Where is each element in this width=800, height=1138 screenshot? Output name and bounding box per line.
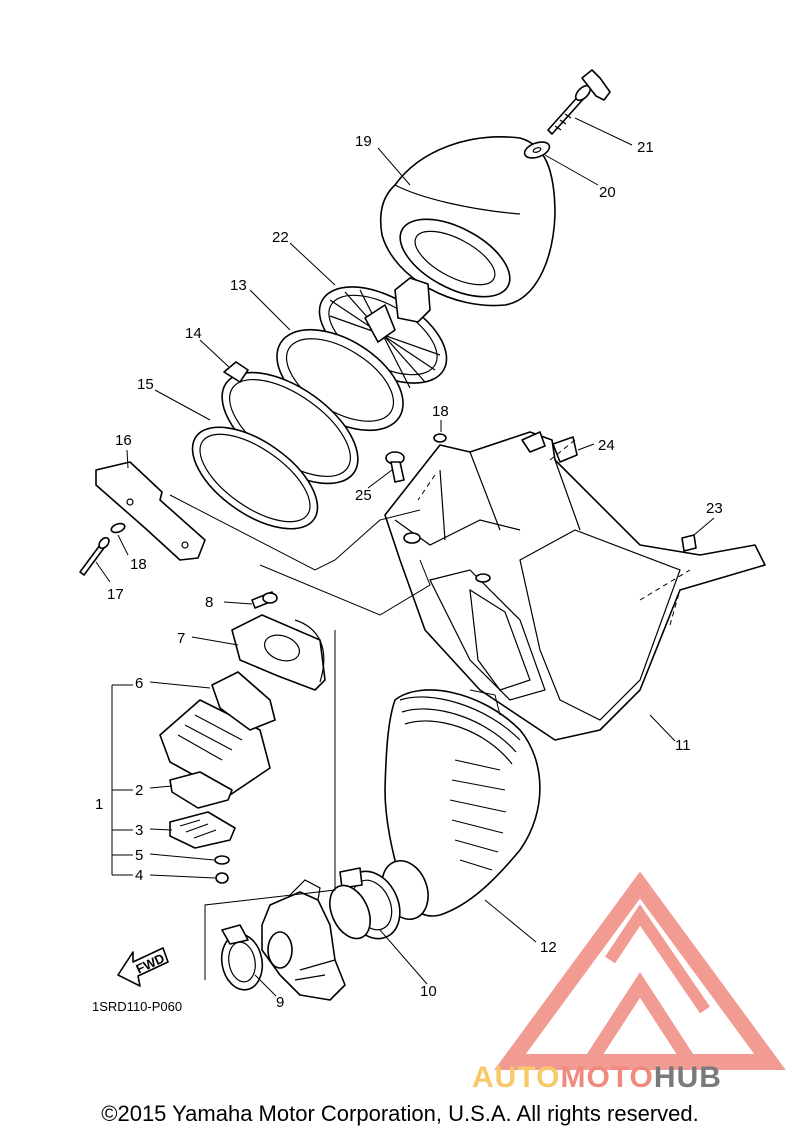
automotohub-logo <box>494 871 786 1070</box>
reed-stopper <box>169 811 236 849</box>
joint-clamp <box>329 867 401 940</box>
wordmark-hub: HUB <box>654 1061 722 1094</box>
callout-18a: 18 <box>432 403 449 420</box>
callout-7: 7 <box>177 630 185 647</box>
bolt-25 <box>385 451 405 483</box>
callout-18b: 18 <box>130 556 147 573</box>
callout-23: 23 <box>706 500 723 517</box>
callout-numbers: 19 20 21 22 13 14 15 16 18 25 24 23 18 1… <box>92 133 723 1014</box>
callout-11: 11 <box>675 737 691 754</box>
fwd-label: FWD <box>134 950 167 976</box>
small-washer <box>214 855 230 865</box>
automotohub-wordmark: AUTOMOTOHUB <box>472 1061 722 1094</box>
callout-6: 6 <box>135 675 143 692</box>
drawing-code: 1SRD110-P060 <box>92 999 182 1014</box>
callout-21: 21 <box>637 139 654 156</box>
callout-9: 9 <box>276 994 284 1011</box>
washer-lower <box>110 522 126 534</box>
callout-22: 22 <box>272 229 289 246</box>
callout-17: 17 <box>107 586 124 603</box>
callout-20: 20 <box>599 184 616 201</box>
assembly-lines <box>111 439 691 980</box>
callout-15: 15 <box>137 376 154 393</box>
callout-8: 8 <box>205 594 213 611</box>
callout-2: 2 <box>135 782 143 799</box>
washer-upper <box>433 433 447 443</box>
intake-manifold <box>231 614 326 691</box>
callout-24: 24 <box>598 437 615 454</box>
callout-25: 25 <box>355 487 372 504</box>
wing-bolt <box>547 69 611 135</box>
small-screw <box>215 872 229 884</box>
fwd-arrow-icon: FWD <box>117 947 169 987</box>
air-filter-element <box>379 136 556 307</box>
manifold-bolt <box>251 591 278 609</box>
svg-text:AUTOMOTOHUB: AUTOMOTOHUB <box>472 1061 722 1094</box>
copyright-notice: ©2015 Yamaha Motor Corporation, U.S.A. A… <box>101 1101 699 1126</box>
carb-clamp <box>220 924 264 991</box>
callout-13: 13 <box>230 277 247 294</box>
air-box <box>384 431 766 741</box>
washer <box>523 141 551 159</box>
callout-3: 3 <box>135 822 143 839</box>
callout-10: 10 <box>420 983 437 1000</box>
rivet <box>79 536 110 576</box>
intake-boot <box>381 689 541 920</box>
callout-19: 19 <box>355 133 372 150</box>
reed-petal <box>169 771 233 809</box>
callout-5: 5 <box>135 847 143 864</box>
callout-14: 14 <box>185 325 202 342</box>
callout-16: 16 <box>115 432 132 449</box>
callout-4: 4 <box>135 867 143 884</box>
carburetor <box>261 879 346 1001</box>
cover-plate <box>95 461 206 561</box>
leader-lines <box>95 117 715 997</box>
callout-12: 12 <box>540 939 557 956</box>
callout-1: 1 <box>95 796 103 813</box>
seal-ring <box>191 426 319 530</box>
reed-valve <box>159 671 276 796</box>
